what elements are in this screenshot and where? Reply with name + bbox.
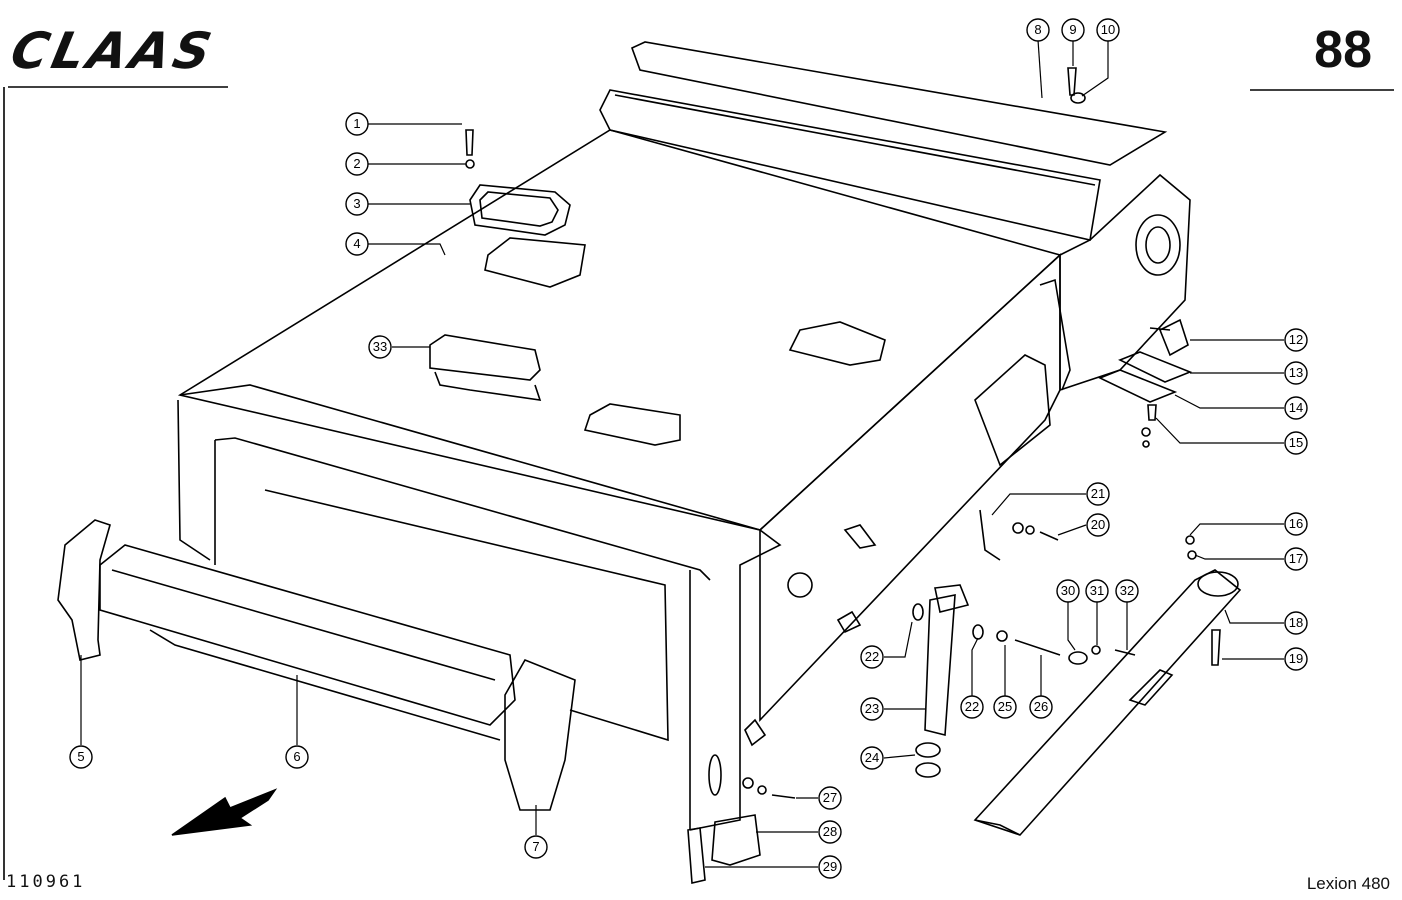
callout-29: 29: [823, 859, 837, 874]
callout-24: 24: [865, 750, 879, 765]
callout-labels: 1 2 3 4 5 6 7 8 9 10 12 13 14 15 16 17 1…: [77, 22, 1303, 874]
callout-13: 13: [1289, 365, 1303, 380]
frame-rules: [3, 86, 1394, 880]
callout-27: 27: [823, 790, 837, 805]
callout-32: 32: [1120, 583, 1134, 598]
callout-circles: [69, 18, 1308, 879]
page-number: 88: [1314, 21, 1372, 79]
callout-20: 20: [1091, 517, 1105, 532]
fasteners: [742, 67, 1197, 799]
callout-6: 6: [293, 749, 300, 764]
main-housing: [177, 41, 1191, 831]
callout-30: 30: [1061, 583, 1075, 598]
direction-arrow-icon: [171, 788, 278, 836]
rail-part-6: [99, 544, 516, 741]
callout-10: 10: [1101, 22, 1115, 37]
drawing-number: 110961: [6, 872, 86, 892]
cylinder-part-23: [912, 584, 984, 778]
callout-31: 31: [1090, 583, 1104, 598]
callout-22a: 22: [865, 649, 879, 664]
callout-15: 15: [1289, 435, 1303, 450]
gasket-part-3: [465, 129, 571, 236]
callout-25: 25: [998, 699, 1012, 714]
plates-parts-12-15: [1098, 318, 1193, 448]
callout-23: 23: [865, 701, 879, 716]
model-name: Lexion 480: [1306, 874, 1390, 893]
callout-16: 16: [1289, 516, 1303, 531]
plates-parts-28-29: [687, 814, 761, 884]
channel-part-18: [973, 569, 1242, 836]
callout-7: 7: [532, 839, 539, 854]
callout-33: 33: [373, 339, 387, 354]
callout-4: 4: [353, 236, 360, 251]
callout-14: 14: [1289, 400, 1303, 415]
callout-17: 17: [1289, 551, 1303, 566]
callout-18: 18: [1289, 615, 1303, 630]
bracket-part-7: [504, 658, 576, 811]
callout-28: 28: [823, 824, 837, 839]
callout-12: 12: [1289, 332, 1303, 347]
callout-2: 2: [353, 156, 360, 171]
callout-5: 5: [77, 749, 84, 764]
bracket-part-5: [57, 519, 111, 661]
callout-26: 26: [1034, 699, 1048, 714]
cover-part-33: [429, 334, 541, 381]
callout-21: 21: [1091, 486, 1105, 501]
callout-3: 3: [353, 196, 360, 211]
callout-1: 1: [353, 116, 360, 131]
callout-8: 8: [1034, 22, 1041, 37]
callout-22b: 22: [965, 699, 979, 714]
callout-19: 19: [1289, 651, 1303, 666]
callout-9: 9: [1069, 22, 1076, 37]
